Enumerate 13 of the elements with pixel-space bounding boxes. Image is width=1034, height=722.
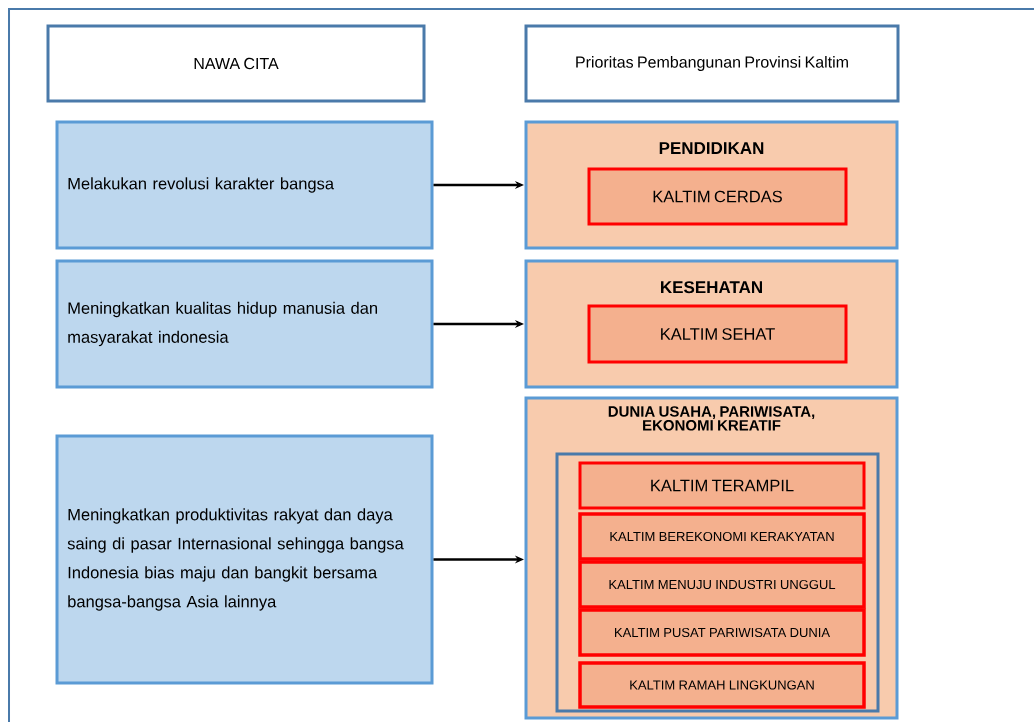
header-box: Prioritas Pembangunan Provinsi Kaltim — [524, 24, 900, 103]
goal-box: Meningkatkan kualitas hidup manusia dan masyarakat indonesia — [55, 259, 434, 389]
program-box: KALTIM MENUJU INDUSTRI UNGGUL — [578, 560, 866, 609]
program-box: KALTIM PUSAT PARIWISATA DUNIA — [578, 608, 866, 657]
program-box: KALTIM TERAMPIL — [578, 461, 866, 510]
goal-box: Melakukan revolusi karakter bangsa — [55, 120, 434, 250]
program-group-box — [555, 452, 880, 713]
program-box: KALTIM RAMAH LINGKUNGAN — [578, 661, 866, 709]
program-box: KALTIM CERDAS — [587, 167, 848, 226]
header-box: NAWA CITA — [46, 24, 426, 103]
goal-box: Meningkatkan produktivitas rakyat dan daya saing di pasar Internasional sehingga bangsa Indonesia bias maju dan bangkit bersama bangsa-bangsa Asia lainnya — [55, 434, 434, 685]
program-box: KALTIM BEREKONOMI KERAKYATAN — [578, 512, 866, 561]
program-box: KALTIM SEHAT — [587, 304, 848, 364]
